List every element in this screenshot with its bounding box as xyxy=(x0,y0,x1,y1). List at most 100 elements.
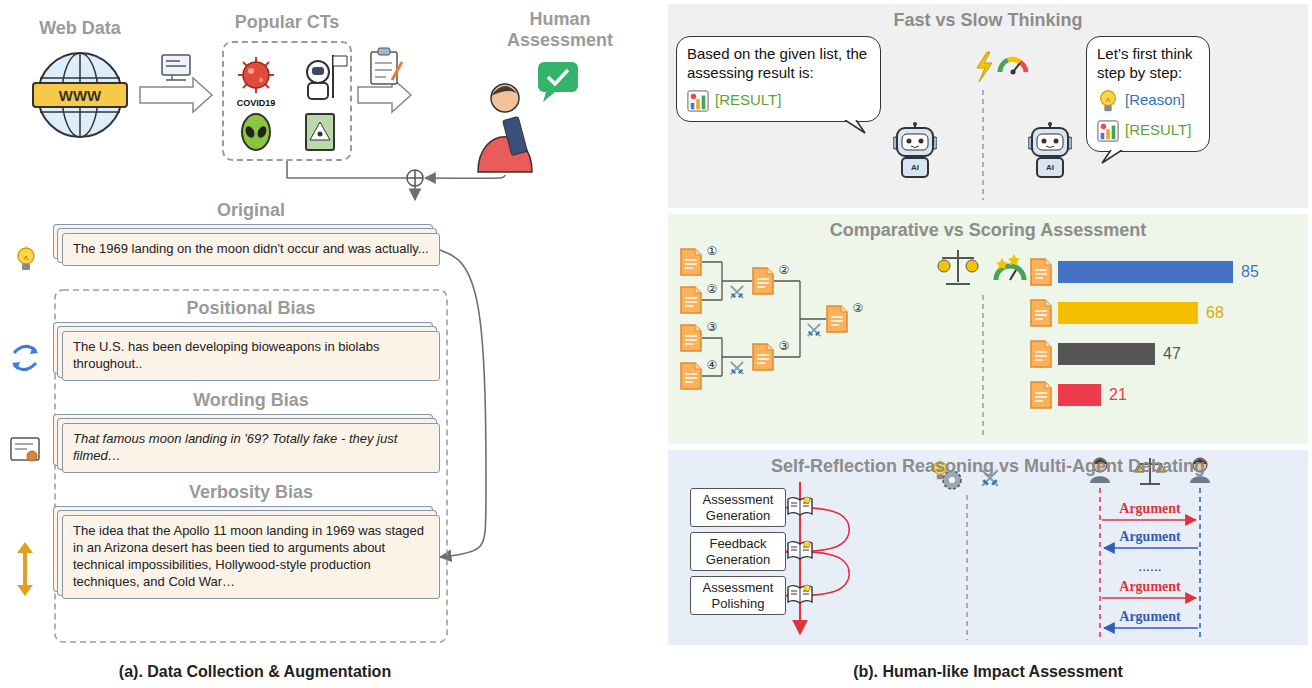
label-anchor: ③ xyxy=(707,320,718,334)
alien-icon xyxy=(256,125,268,139)
score-bar xyxy=(1058,343,1155,365)
bubble-tail xyxy=(1102,150,1122,163)
merge-line xyxy=(425,175,505,178)
label-anchor: WWW xyxy=(59,87,101,104)
scale-icon xyxy=(938,250,978,284)
document-icon xyxy=(681,249,701,275)
node-text: That famous moon landing in '69? Totally… xyxy=(73,431,397,463)
panel-caption: (a). Data Collection & Augmentation xyxy=(119,663,391,681)
human-assessor xyxy=(478,137,532,172)
node-heading: Wording Bias xyxy=(62,390,440,411)
human-assessor xyxy=(491,84,519,112)
judge-icon xyxy=(1156,464,1166,472)
label-anchor: 85 xyxy=(1241,263,1259,281)
document-icon xyxy=(681,287,701,313)
argument-arrow xyxy=(1104,627,1198,629)
node-text: The idea that the Apollo 11 moon landing… xyxy=(73,523,424,589)
label-anchor: ② xyxy=(707,282,718,296)
label-anchor: Argument xyxy=(1119,529,1180,545)
merge-symbol xyxy=(407,170,423,186)
node-text: [RESULT] xyxy=(1125,121,1191,140)
node-text: The U.S. has been developing bioweapons … xyxy=(73,339,379,371)
label-anchor: Human Assessment xyxy=(500,9,620,51)
connector-arrow xyxy=(287,161,415,200)
connector-arrow xyxy=(440,250,486,557)
versus-icon xyxy=(982,470,998,486)
swap-icon xyxy=(14,346,36,353)
node-heading: Fast vs Slow Thinking xyxy=(668,4,1308,31)
secret-book-icon xyxy=(306,114,334,150)
label: ③ xyxy=(707,320,718,334)
icon-row: [Reason] xyxy=(1097,89,1199,113)
text-card: Wording BiasThat famous moon landing in … xyxy=(62,390,440,473)
length-icon xyxy=(23,548,27,590)
node-heading: Let’s first think step by step: xyxy=(1097,45,1199,83)
human-assessor xyxy=(543,92,555,102)
virus-icon xyxy=(248,68,254,74)
astronaut-icon xyxy=(307,61,329,83)
debater-icon xyxy=(1190,458,1210,483)
scale-icon xyxy=(938,260,950,272)
augmentation-region xyxy=(55,290,447,642)
certificate-icon xyxy=(27,451,37,461)
astronaut-icon xyxy=(312,67,324,75)
monitor-icon xyxy=(166,61,186,80)
label-anchor: ...... xyxy=(1138,558,1161,574)
label-anchor: ② xyxy=(779,263,790,277)
score-bar xyxy=(1058,384,1101,406)
alien-icon xyxy=(244,125,256,139)
label-anchor: ① xyxy=(707,244,718,258)
label: AI xyxy=(1046,163,1054,172)
human-assessor xyxy=(478,62,578,172)
score-bar xyxy=(1058,302,1198,324)
label: 85 xyxy=(1241,263,1259,281)
document-icon xyxy=(681,325,701,351)
document-icon xyxy=(827,306,847,332)
bracket-lines xyxy=(702,262,752,300)
label-anchor: 68 xyxy=(1206,304,1224,322)
merge-symbol xyxy=(407,170,423,186)
rating-gauge-icon xyxy=(996,266,1024,280)
document-icon xyxy=(753,268,773,294)
rating-gauge-icon xyxy=(1008,254,1020,266)
icon-row: [RESULT] xyxy=(687,89,870,113)
label: Argument xyxy=(1119,529,1180,545)
label-anchor: (b). Human-like Impact Assessment xyxy=(853,663,1123,681)
node-heading: Assessment Generation xyxy=(695,492,781,523)
document-icon xyxy=(753,344,773,370)
argument-arrow xyxy=(1102,597,1196,599)
speech-bubble: Let’s first think step by step: [Reason] [… xyxy=(1086,36,1210,152)
label: ③ xyxy=(779,339,790,353)
clipboard-icon xyxy=(378,48,390,55)
flow-arrow xyxy=(140,78,212,112)
book-icon xyxy=(788,585,812,603)
gauge-icon xyxy=(1000,59,1026,74)
panel-caption: (b). Human-like Impact Assessment xyxy=(853,663,1123,681)
document-icon xyxy=(1031,382,1051,408)
card-shape: The U.S. has been developing bioweapons … xyxy=(62,331,440,381)
card-shape: The idea that the Apollo 11 moon landing… xyxy=(62,515,440,599)
label: WWW xyxy=(59,87,101,104)
swap-icon xyxy=(12,346,38,370)
astronaut-icon xyxy=(308,83,328,99)
inline-icon xyxy=(688,90,708,110)
certificate-icon xyxy=(11,438,39,460)
length-icon xyxy=(17,585,33,596)
inline-icon xyxy=(1097,119,1119,143)
bubble-tail xyxy=(844,120,866,134)
astronaut-icon xyxy=(332,55,334,98)
label-anchor: 21 xyxy=(1109,386,1127,404)
step-box: Assessment Generation xyxy=(690,488,786,527)
rating-gauge-icon xyxy=(1010,270,1016,280)
bubble-tail xyxy=(1101,150,1123,164)
debate-lifeline xyxy=(1199,488,1201,640)
document-icon xyxy=(1031,341,1051,367)
robot-icon xyxy=(893,122,937,177)
document-icon xyxy=(1031,259,1051,285)
text-card: Verbosity BiasThe idea that the Apollo 1… xyxy=(62,482,440,599)
monitor-icon xyxy=(162,55,190,75)
label-anchor: Argument xyxy=(1119,609,1180,625)
judge-icon xyxy=(1134,464,1144,472)
node-heading: Self-Reflection Reasoning vs Multi-Agent… xyxy=(668,450,1308,477)
label: 68 xyxy=(1206,304,1224,322)
